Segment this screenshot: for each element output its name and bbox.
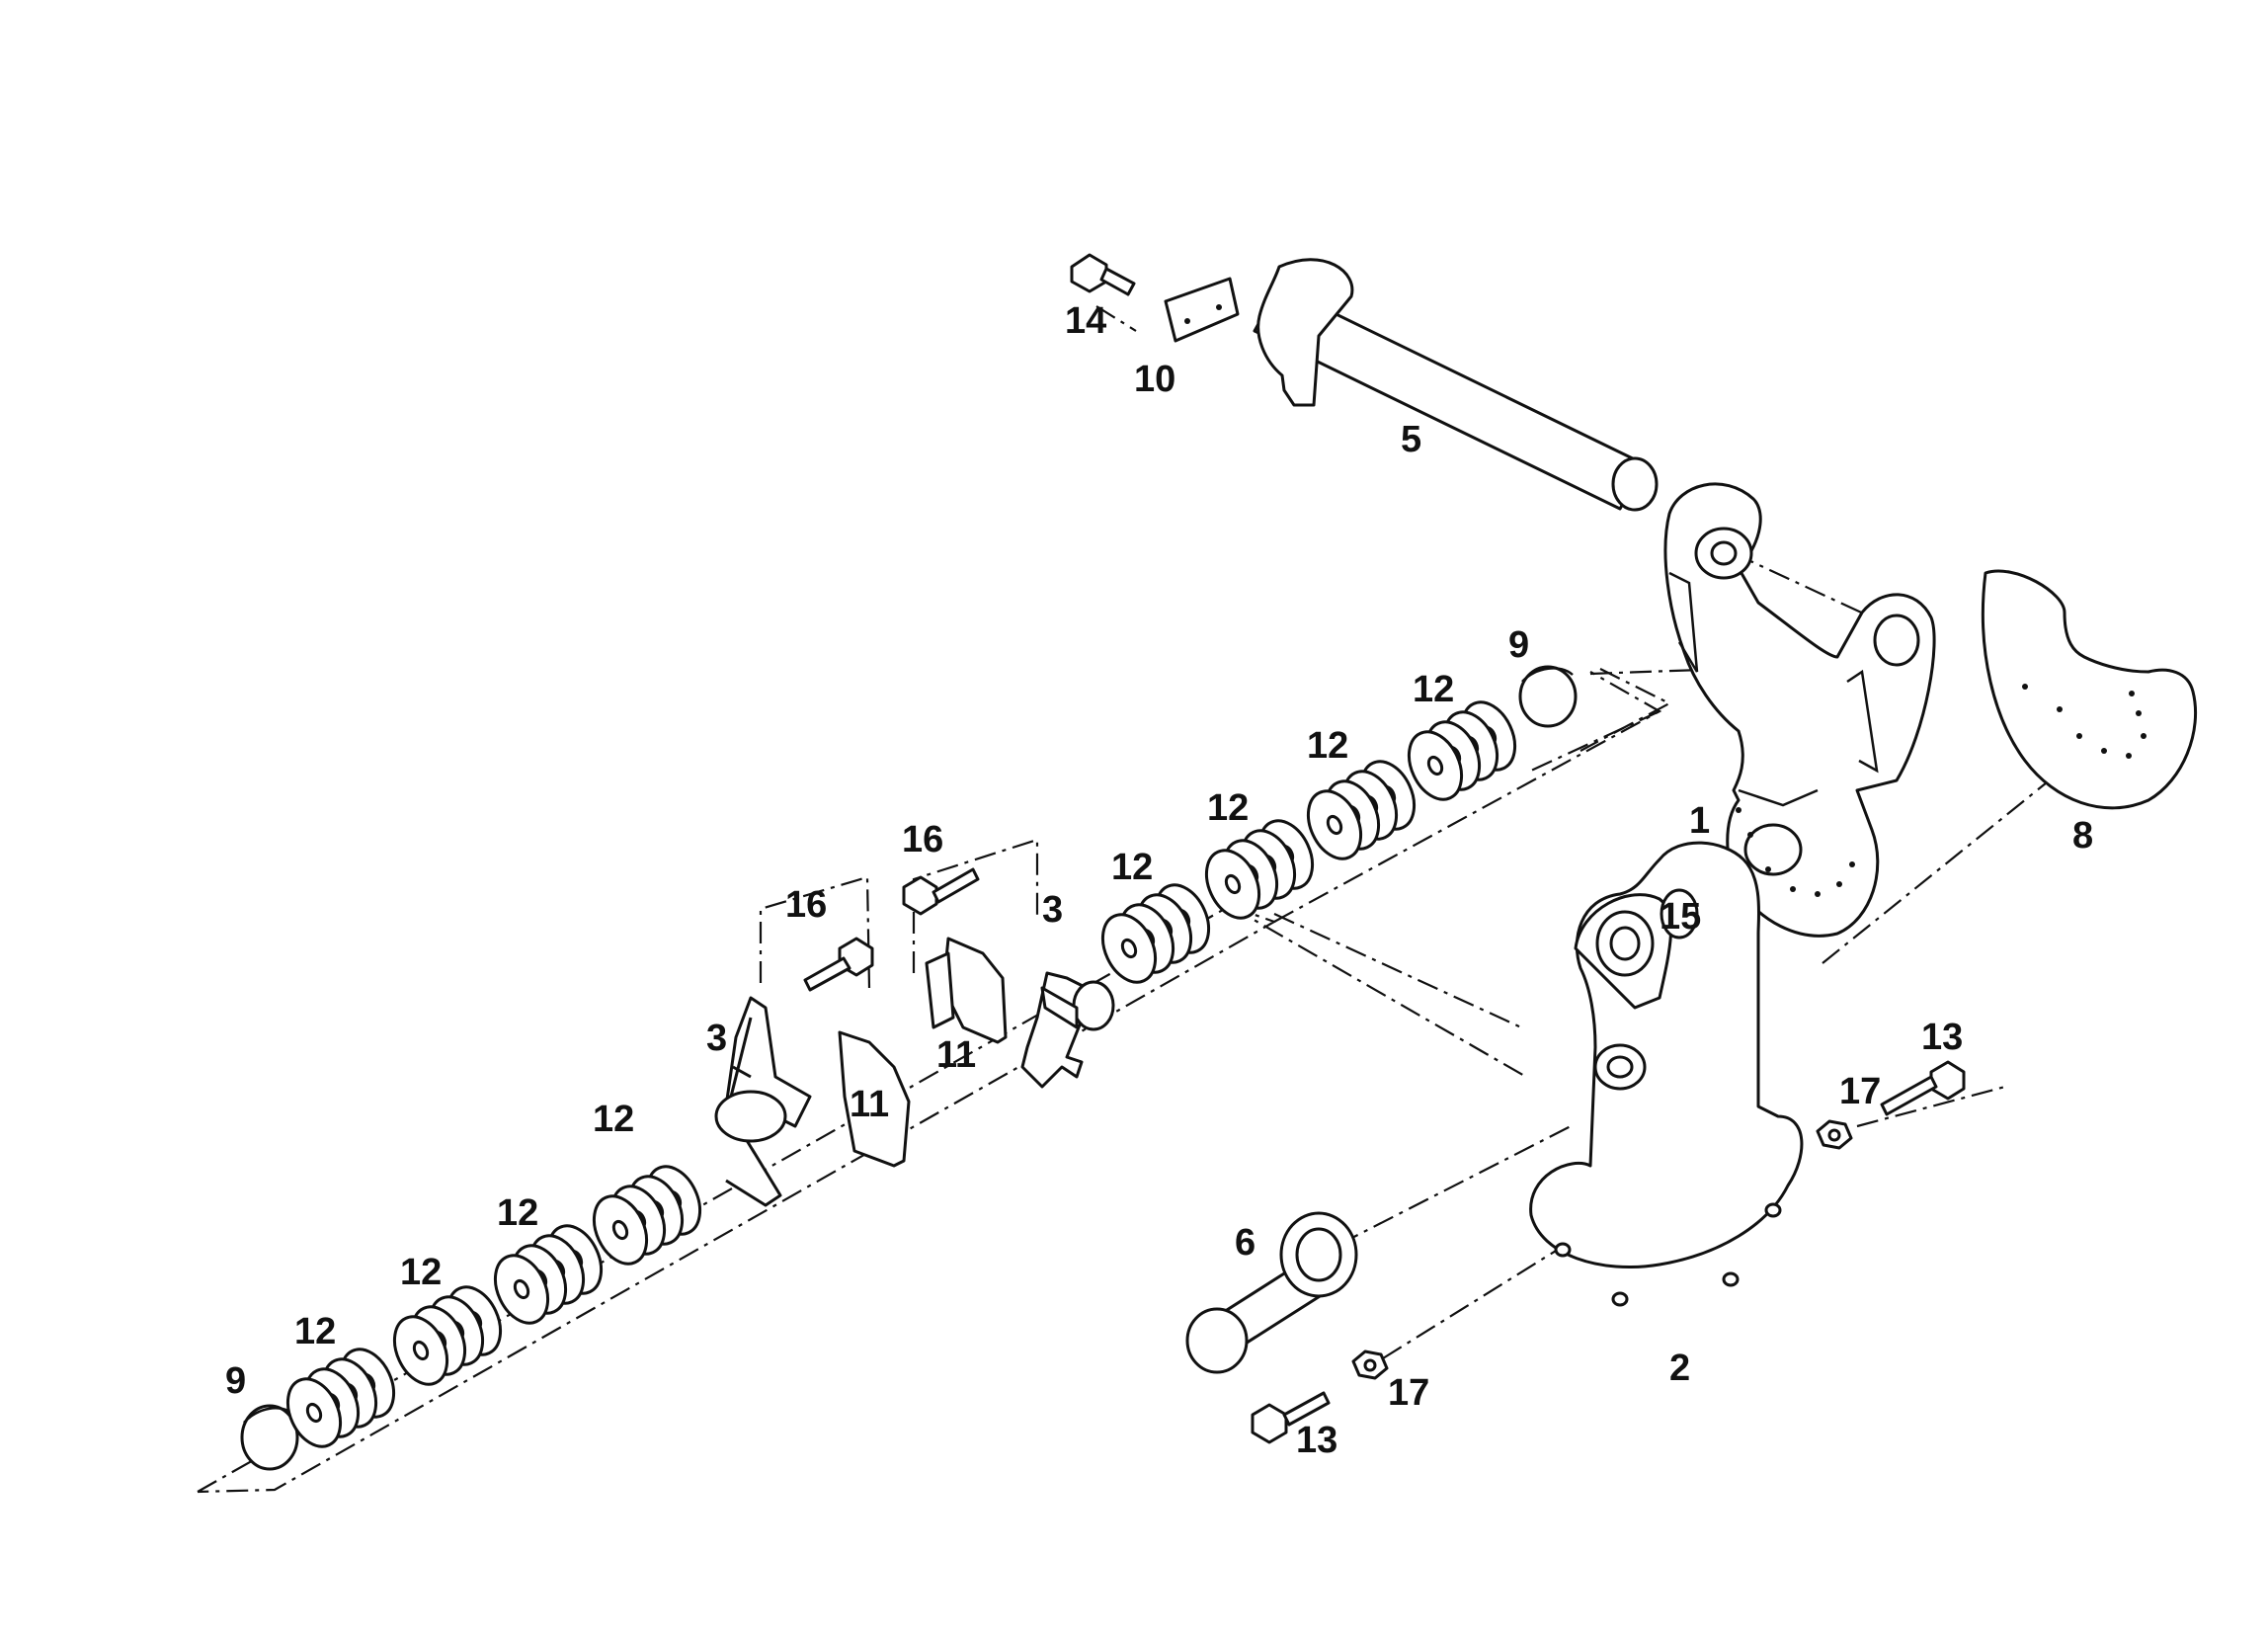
label-part-16-left: 16: [785, 884, 827, 926]
label-part-12-g: 12: [1307, 725, 1348, 767]
part-5-shaft: [1253, 258, 1659, 512]
label-part-12-b: 12: [400, 1252, 442, 1293]
part-13-screw-upper: [1880, 1060, 1966, 1116]
label-part-3-right: 3: [1042, 889, 1063, 931]
part-13-screw-lower: [1251, 1391, 1331, 1444]
label-part-6: 6: [1235, 1222, 1256, 1264]
label-part-11-right: 11: [936, 1034, 976, 1076]
part-16-screw-right: [902, 867, 980, 916]
label-part-12-h: 12: [1413, 669, 1454, 710]
washer-stack-5: [1100, 883, 1211, 984]
label-part-13-lower: 13: [1296, 1420, 1337, 1461]
part-14-screw: [1070, 253, 1136, 296]
label-part-8: 8: [2072, 815, 2093, 857]
part-3-bushing-left: [714, 996, 812, 1207]
part-11-pad-left: [838, 1030, 911, 1168]
label-part-9-right: 9: [1508, 624, 1529, 666]
part-3-bushing-right: [1020, 971, 1115, 1089]
washer-stack-1: [285, 1348, 396, 1448]
label-part-16-right: 16: [902, 819, 943, 860]
part-labels: 1 2 3 3 5 6 8 9 9 10 11 11 12 12 12 12 1…: [225, 300, 2093, 1461]
washer-hole: [513, 1278, 530, 1300]
label-part-12-d: 12: [593, 1099, 634, 1140]
label-part-2: 2: [1669, 1348, 1690, 1389]
washer-stack-6: [1204, 819, 1315, 920]
part-9-cap-left: [240, 1404, 299, 1471]
part-17-nut-lower: [1351, 1350, 1389, 1380]
label-part-11-left: 11: [850, 1084, 889, 1125]
label-part-17-lower: 17: [1388, 1372, 1429, 1414]
part-8-segment: [1981, 569, 2198, 810]
label-part-15: 15: [1660, 896, 1701, 938]
label-part-10: 10: [1134, 359, 1175, 400]
part-1-swing-arm: [1663, 482, 1936, 938]
washer-hole: [611, 1219, 629, 1241]
part-17-nut-upper: [1816, 1119, 1853, 1150]
washer-hole: [412, 1340, 430, 1361]
label-part-17-upper: 17: [1839, 1071, 1881, 1112]
part-2-bracket: [1529, 841, 1804, 1307]
label-part-3-left: 3: [706, 1018, 727, 1059]
label-part-12-a: 12: [294, 1311, 336, 1352]
washer-hole: [305, 1402, 323, 1424]
washer-stack-7: [1306, 760, 1417, 860]
part-9-cap-right: [1518, 665, 1578, 728]
part-6-pin: [1185, 1211, 1358, 1374]
label-part-12-f: 12: [1207, 787, 1249, 829]
label-part-5: 5: [1401, 419, 1421, 460]
part-16-screw-left: [803, 937, 874, 992]
label-part-12-c: 12: [497, 1192, 538, 1234]
part-11-pad-right: [925, 937, 1008, 1044]
part-12-washer-stacks: [285, 700, 1517, 1448]
washer-stack-3: [493, 1224, 604, 1325]
label-part-12-e: 12: [1111, 847, 1153, 888]
washer-hole: [1224, 873, 1242, 895]
washer-hole: [1426, 755, 1444, 777]
washer-stack-8: [1407, 700, 1517, 801]
washer-stack-4: [592, 1165, 702, 1266]
label-part-9-left: 9: [225, 1360, 246, 1402]
washer-hole: [1120, 938, 1138, 959]
washer-stack-2: [392, 1285, 503, 1386]
label-part-14: 14: [1065, 300, 1106, 342]
label-part-13-upper: 13: [1921, 1017, 1963, 1058]
part-10-plate: [1164, 277, 1240, 343]
washer-hole: [1326, 814, 1343, 836]
label-part-1: 1: [1689, 800, 1710, 842]
